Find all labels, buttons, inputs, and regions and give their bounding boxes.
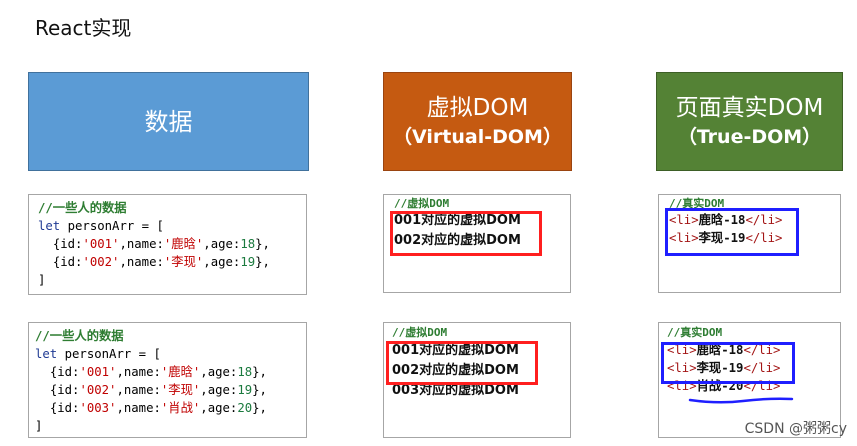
data-code-block-2: //一些人的数据 let personArr = [ {id:'001',nam… bbox=[28, 322, 307, 438]
rdom-item: <li>李现-19</li> bbox=[667, 361, 781, 375]
virtual-dom-block-2: //虚拟DOM 001对应的虚拟DOM 002对应的虚拟DOM 003对应的虚拟DOM bbox=[383, 322, 571, 438]
code-comment: //一些人的数据 bbox=[38, 201, 127, 215]
vdom-comment: //虚拟DOM bbox=[394, 197, 450, 210]
vdom-comment: //虚拟DOM bbox=[392, 326, 448, 339]
blue-underline-stroke bbox=[688, 397, 794, 404]
code-row: {id:'002',name:'李现',age:19}, bbox=[52, 255, 270, 269]
rdom-item: <li>李现-19</li> bbox=[669, 231, 783, 245]
blue-highlight-frame bbox=[665, 208, 799, 256]
rdom-comment: //真实DOM bbox=[669, 197, 725, 210]
blue-highlight-frame bbox=[661, 342, 795, 384]
code-comment: //一些人的数据 bbox=[35, 329, 124, 343]
code-close: ] bbox=[35, 419, 43, 433]
true-dom-block-2: //真实DOM<li>鹿晗-18</li><li>李现-19</li><li>肖… bbox=[658, 322, 841, 438]
vdom-item: 001对应的虚拟DOM bbox=[394, 213, 521, 228]
vdom-item: 003对应的虚拟DOM bbox=[392, 383, 519, 398]
vdom-item: 002对应的虚拟DOM bbox=[392, 363, 519, 378]
virtual-dom-header-box: 虚拟DOM （Virtual-DOM） bbox=[383, 72, 572, 171]
data-header-label: 数据 bbox=[144, 107, 193, 136]
rdom-item: <li>鹿晗-18</li> bbox=[669, 213, 783, 227]
watermark-text: CSDN @粥粥cy bbox=[744, 421, 847, 437]
code-row: {id:'002',name:'李现',age:19}, bbox=[49, 383, 267, 397]
code-row: {id:'003',name:'肖战',age:20}, bbox=[49, 401, 267, 415]
true-dom-header-subtitle: （True-DOM） bbox=[677, 125, 822, 148]
rdom-item: <li>鹿晗-18</li> bbox=[667, 343, 781, 357]
rdom-comment: //真实DOM bbox=[667, 326, 723, 339]
vdom-item: 001对应的虚拟DOM bbox=[392, 343, 519, 358]
virtual-dom-header-title: 虚拟DOM bbox=[426, 94, 529, 121]
true-dom-header-box: 页面真实DOM （True-DOM） bbox=[656, 72, 843, 171]
code-row: {id:'001',name:'鹿晗',age:18}, bbox=[49, 365, 267, 379]
red-highlight-frame bbox=[390, 211, 542, 256]
code-row: {id:'001',name:'鹿晗',age:18}, bbox=[52, 237, 270, 251]
virtual-dom-header-subtitle: （Virtual-DOM） bbox=[393, 125, 562, 148]
vdom-item: 002对应的虚拟DOM bbox=[394, 233, 521, 248]
code-keyword: let bbox=[35, 347, 58, 361]
code-declaration: personArr = [ bbox=[57, 347, 161, 361]
code-keyword: let bbox=[38, 219, 61, 233]
page-title: React实现 bbox=[35, 16, 132, 40]
data-header-box: 数据 bbox=[28, 72, 309, 171]
true-dom-header-title: 页面真实DOM bbox=[675, 94, 824, 121]
code-close: ] bbox=[38, 273, 46, 287]
code-declaration: personArr = [ bbox=[60, 219, 164, 233]
data-code-block-1: //一些人的数据 let personArr = [ {id:'001',nam… bbox=[28, 194, 307, 295]
red-highlight-frame bbox=[386, 341, 538, 385]
